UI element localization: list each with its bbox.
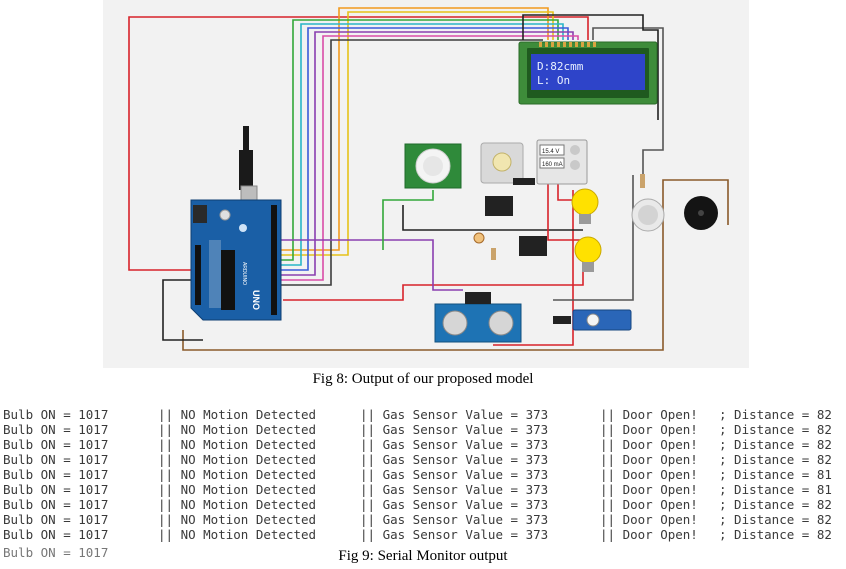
photoresistor — [473, 232, 496, 260]
serial-field: || NO Motion Detected — [158, 452, 317, 467]
serial-row: Bulb ON = 1017 || NO Motion Detected || Ga… — [0, 437, 846, 452]
serial-field: || Gas Sensor Value = 373 — [360, 482, 549, 497]
serial-field: || NO Motion Detected — [158, 527, 317, 542]
serial-row: Bulb ON = 1017 || NO Motion Detected || Ga… — [0, 452, 846, 467]
serial-field: ; Distance = 82 — [719, 497, 832, 512]
figure-caption-serial: Fig 9: Serial Monitor output — [338, 548, 508, 564]
serial-field: || NO Motion Detected — [158, 512, 317, 527]
wire-black-gnd — [162, 279, 203, 341]
wire-red-mid — [283, 250, 584, 301]
wire-gray-lcd — [592, 27, 664, 175]
bulb-2 — [574, 236, 602, 272]
relay-2 — [519, 236, 547, 256]
serial-row: Bulb ON = 1017 || NO Motion Detected || Ga… — [0, 407, 846, 422]
serial-field: || Door Open! — [600, 512, 698, 527]
serial-field: Bulb ON = 1017 — [3, 497, 109, 512]
wire-orange — [281, 7, 549, 251]
wire-cyan — [281, 23, 564, 266]
serial-field: || Gas Sensor Value = 373 — [360, 407, 549, 422]
serial-field: Bulb ON = 1017 — [3, 527, 109, 542]
wire-black-top — [522, 14, 659, 120]
serial-row: Bulb ON = 1017 || NO Motion Detected || Ga… — [0, 482, 846, 497]
multimeter-current: 160 mA — [542, 162, 563, 168]
multimeter-voltage: 15.4 V — [542, 149, 559, 155]
wire-purple — [281, 31, 574, 276]
serial-field: || Gas Sensor Value = 373 — [360, 512, 549, 527]
dc-motor — [480, 142, 535, 185]
circuit-diagram: D:82cmm L: On UNO ARDUINO 15.4 V 160 mA — [103, 0, 749, 368]
arduino-brand-label: ARDUINO — [241, 262, 247, 285]
serial-field: ; Distance = 82 — [719, 512, 832, 527]
bulb-1 — [571, 188, 599, 224]
serial-field: || Gas Sensor Value = 373 — [360, 527, 549, 542]
piezo-buzzer — [684, 196, 718, 230]
pir-sensor — [404, 143, 462, 189]
wire-ultrasonic — [281, 239, 463, 291]
serial-field: ; Distance = 82 — [719, 437, 832, 452]
wire-pink — [281, 35, 579, 281]
wire-pir — [382, 190, 434, 250]
gas-sensor — [631, 174, 665, 232]
wire-red-outer — [128, 16, 589, 271]
serial-field: || NO Motion Detected — [158, 437, 317, 452]
lcd-screen — [531, 54, 645, 90]
serial-field: || NO Motion Detected — [158, 467, 317, 482]
wire-red-mm — [547, 180, 583, 241]
wire-dark — [281, 39, 543, 286]
lcd-module: D:82cmm L: On — [518, 41, 658, 105]
serial-field: ; Distance = 82 — [719, 407, 832, 422]
ultrasonic-sensor — [434, 292, 522, 343]
arduino-model-label: UNO — [251, 290, 261, 310]
serial-field: || Door Open! — [600, 437, 698, 452]
serial-field: || Gas Sensor Value = 373 — [360, 422, 549, 437]
relay-1 — [485, 196, 513, 216]
serial-field: || Door Open! — [600, 527, 698, 542]
serial-row: Bulb ON = 1017 || NO Motion Detected || Ga… — [0, 467, 846, 482]
serial-field: || Door Open! — [600, 422, 698, 437]
serial-field: ; Distance = 82 — [719, 422, 832, 437]
serial-field: Bulb ON = 1017 — [3, 437, 109, 452]
figure-caption-circuit: Fig 8: Output of our proposed model — [312, 371, 534, 387]
serial-field: Bulb ON = 1017 — [3, 512, 109, 527]
arduino-uno-board: UNO ARDUINO — [190, 126, 282, 321]
serial-field: || Gas Sensor Value = 373 — [360, 467, 549, 482]
serial-field: || NO Motion Detected — [158, 407, 317, 422]
serial-row: Bulb ON = 1017 || NO Motion Detected || Ga… — [0, 527, 846, 542]
lcd-line-2: L: On — [537, 74, 570, 87]
serial-field: Bulb ON = 1017 — [3, 407, 109, 422]
serial-field: || NO Motion Detected — [158, 422, 317, 437]
serial-field: || NO Motion Detected — [158, 482, 317, 497]
wire-relay — [402, 205, 583, 231]
wire-yellow — [281, 11, 554, 256]
serial-field: Bulb ON = 1017 — [3, 467, 109, 482]
serial-row: Bulb ON = 1017 || NO Motion Detected || Ga… — [0, 512, 846, 527]
serial-field: ; Distance = 82 — [719, 527, 832, 542]
serial-field: Bulb ON = 1017 — [3, 422, 109, 437]
serial-field: || Door Open! — [600, 467, 698, 482]
lcd-line-1: D:82cmm — [537, 60, 584, 73]
serial-field: || Door Open! — [600, 482, 698, 497]
serial-field: || NO Motion Detected — [158, 497, 317, 512]
serial-field: ; Distance = 81 — [719, 482, 832, 497]
serial-field: Bulb ON = 1017 — [3, 452, 109, 467]
serial-field: || Door Open! — [600, 407, 698, 422]
serial-monitor-output: Bulb ON = 1017 || NO Motion Detected || Ga… — [0, 407, 846, 560]
serial-field: || Gas Sensor Value = 373 — [360, 452, 549, 467]
serial-field: || Door Open! — [600, 452, 698, 467]
serial-field: ; Distance = 81 — [719, 467, 832, 482]
serial-field: ; Distance = 82 — [719, 452, 832, 467]
multimeter: 15.4 V 160 mA — [536, 139, 588, 185]
wire-green — [281, 19, 559, 261]
serial-field: || Gas Sensor Value = 373 — [360, 437, 549, 452]
serial-row: Bulb ON = 1017 || NO Motion Detected || Ga… — [0, 497, 846, 512]
wire-brown — [182, 179, 729, 351]
serial-field: Bulb ON = 1017 — [3, 482, 109, 497]
wire-red-right — [493, 190, 574, 346]
usb-cable — [239, 150, 253, 190]
serial-row: Bulb ON = 1017 || NO Motion Detected || Ga… — [0, 422, 846, 437]
servo-motor — [553, 309, 632, 331]
serial-field: || Door Open! — [600, 497, 698, 512]
serial-field: || Gas Sensor Value = 373 — [360, 497, 549, 512]
